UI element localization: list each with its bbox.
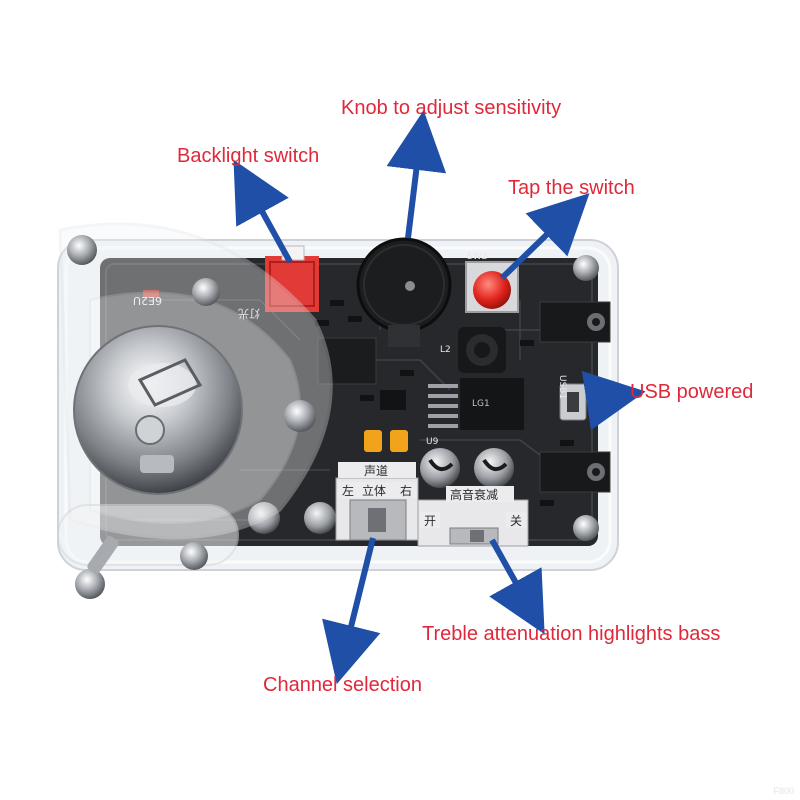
tantalum-capacitor <box>390 430 408 452</box>
regulator <box>317 337 377 385</box>
channel-title: 声道 <box>364 464 388 478</box>
treble-on: 开 <box>424 514 436 528</box>
part-chip-label: LG1 <box>472 399 490 409</box>
backlight-switch[interactable] <box>265 245 319 312</box>
usb-port[interactable] <box>559 383 587 421</box>
channel-stereo: 立体 <box>362 483 386 498</box>
tube-id-label: 6E2U <box>133 294 162 307</box>
vacuum-tube-icon <box>73 325 243 495</box>
usb-power-label: USB powered <box>630 381 754 403</box>
arrow-icon <box>233 110 646 685</box>
mounting-bolts <box>67 235 599 599</box>
inductor <box>458 327 506 373</box>
sensitivity-knob[interactable] <box>356 237 452 347</box>
electrolytic-capacitors <box>248 448 514 534</box>
chip <box>428 378 524 430</box>
small-chip <box>380 390 406 410</box>
channel-left: 左 <box>342 483 354 498</box>
part-u9-label: U9 <box>426 437 439 447</box>
channel-right: 右 <box>400 483 412 498</box>
watermark: F800 <box>773 786 794 796</box>
treble-attenuation-label: Treble attenuation highlights bass <box>422 623 721 645</box>
channel-selection-label: Channel selection <box>263 674 422 696</box>
part-usb-label: USB1 <box>557 375 567 399</box>
backlight-switch-label: Backlight switch <box>177 145 320 167</box>
tap-switch-label: Tap the switch <box>508 177 635 199</box>
tantalum-capacitor <box>364 430 382 452</box>
treble-title: 高音衰减 <box>450 487 498 502</box>
part-l2-label: L2 <box>440 345 451 355</box>
switch-label: 灯光 <box>238 307 260 321</box>
part-sw-label: SW2 <box>467 252 487 262</box>
treble-off: 关 <box>510 514 522 528</box>
audio-jack-top[interactable] <box>539 301 611 343</box>
audio-jack-bottom[interactable] <box>539 451 611 493</box>
sensitivity-knob-label: Knob to adjust sensitivity <box>341 97 562 119</box>
